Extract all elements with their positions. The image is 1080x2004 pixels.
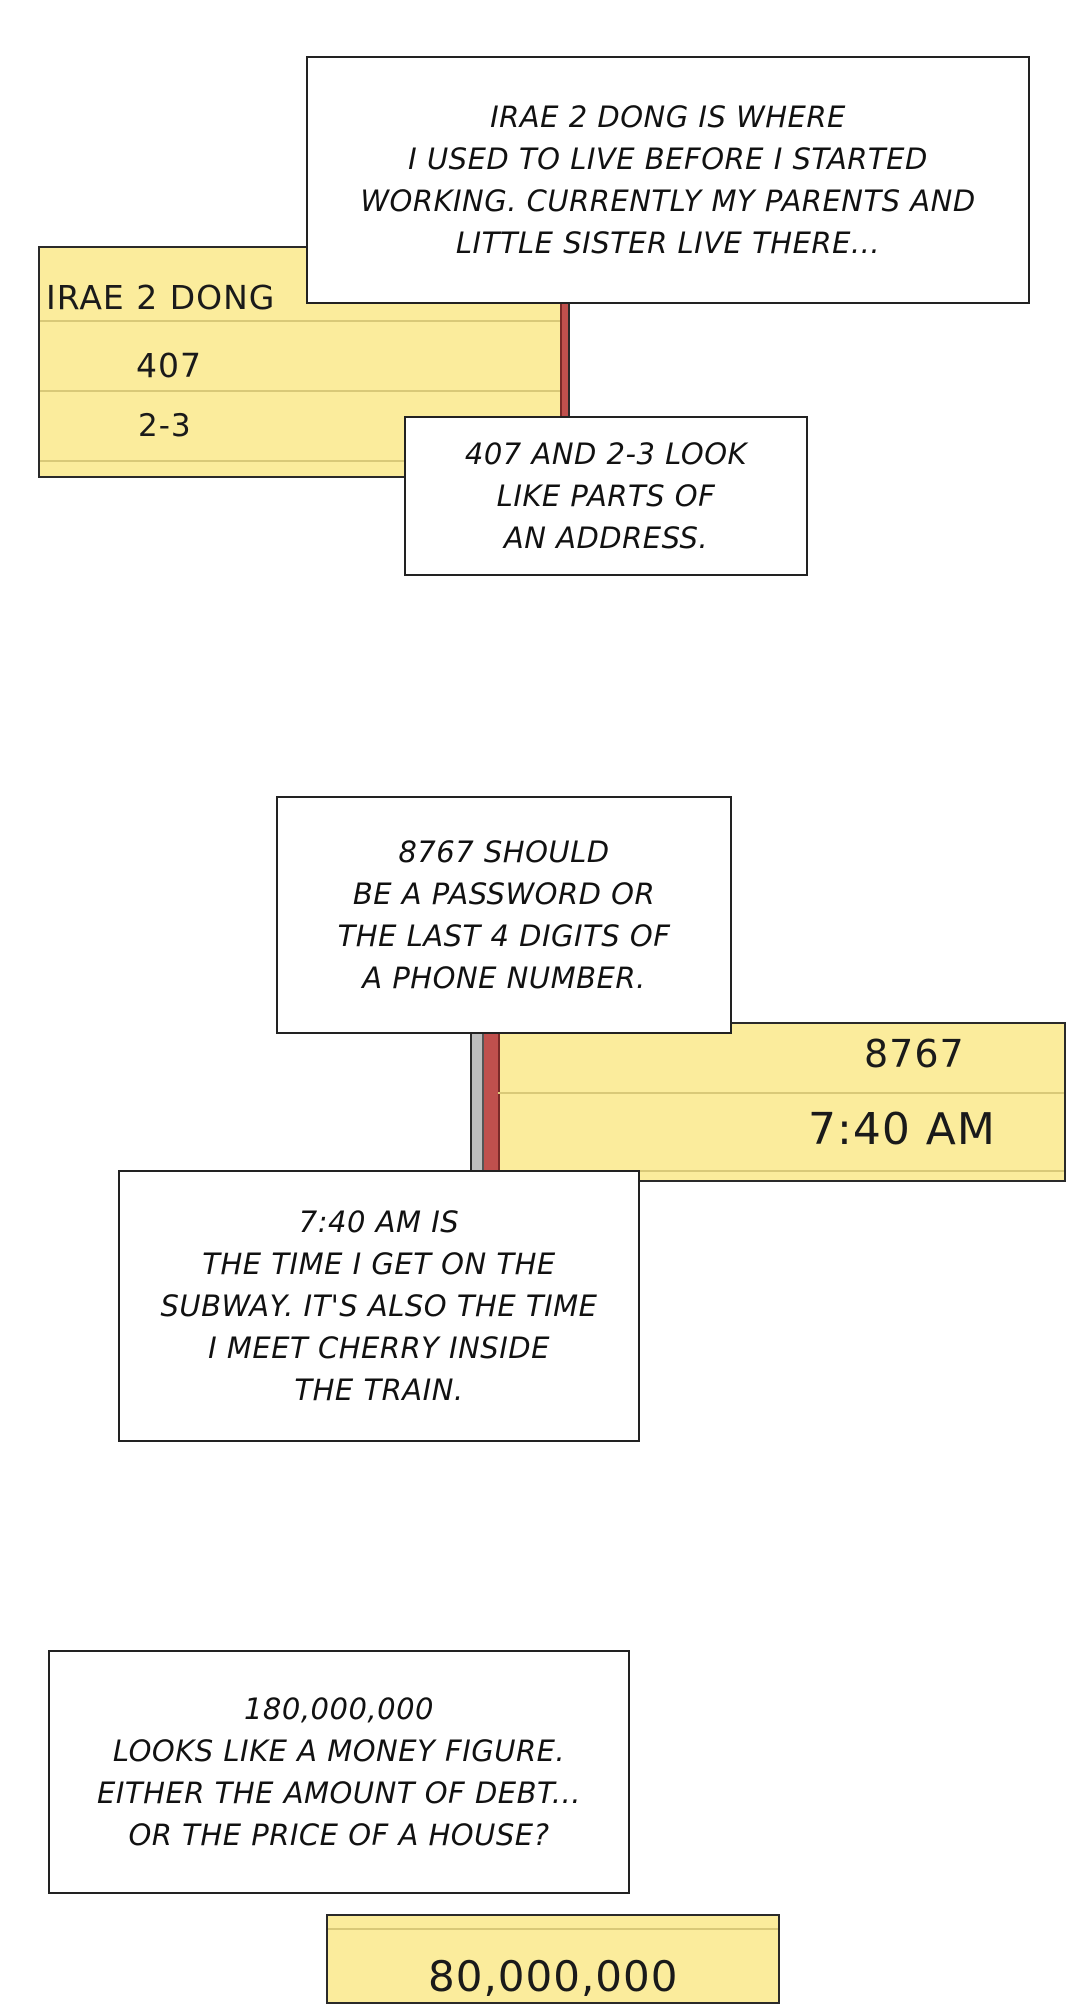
- caption-password: 8767 SHOULD BE A PASSWORD OR THE LAST 4 …: [276, 796, 732, 1034]
- note-rule-line: [498, 1170, 1064, 1172]
- caption-money-figure: 180,000,000 LOOKS LIKE A MONEY FIGURE. E…: [48, 1650, 630, 1894]
- note-text-8767: 8767: [864, 1032, 965, 1076]
- caption-text: 8767 SHOULD BE A PASSWORD OR THE LAST 4 …: [337, 835, 671, 995]
- caption-text: IRAE 2 DONG IS WHERE I USED TO LIVE BEFO…: [360, 100, 976, 260]
- note-rule-line: [40, 460, 568, 462]
- note-text-80000000: 80,000,000: [428, 1952, 679, 2001]
- sticky-note-money: 80,000,000: [326, 1914, 780, 2004]
- note-margin-strip-gray: [472, 1024, 484, 1180]
- caption-subway-time: 7:40 AM IS THE TIME I GET ON THE SUBWAY.…: [118, 1170, 640, 1442]
- caption-text: 180,000,000 LOOKS LIKE A MONEY FIGURE. E…: [97, 1692, 581, 1852]
- note-rule-line: [498, 1092, 1064, 1094]
- caption-irae-2-dong: IRAE 2 DONG IS WHERE I USED TO LIVE BEFO…: [306, 56, 1030, 304]
- caption-text: 7:40 AM IS THE TIME I GET ON THE SUBWAY.…: [160, 1205, 598, 1407]
- note-text-2-3: 2-3: [138, 408, 192, 444]
- sticky-note-times: 8767 7:40 AM: [470, 1022, 1066, 1182]
- note-margin-strip: [484, 1024, 500, 1180]
- note-text-740am: 7:40 AM: [808, 1104, 996, 1155]
- note-margin-strip: [560, 248, 568, 476]
- caption-text: 407 AND 2-3 LOOK LIKE PARTS OF AN ADDRES…: [464, 437, 748, 555]
- caption-address-parts: 407 AND 2-3 LOOK LIKE PARTS OF AN ADDRES…: [404, 416, 808, 576]
- note-text-407: 407: [136, 346, 202, 385]
- note-rule-line: [328, 1928, 778, 1930]
- note-rule-line: [40, 320, 568, 322]
- note-rule-line: [40, 390, 568, 392]
- note-text-irae: IRAE 2 DONG: [46, 278, 276, 317]
